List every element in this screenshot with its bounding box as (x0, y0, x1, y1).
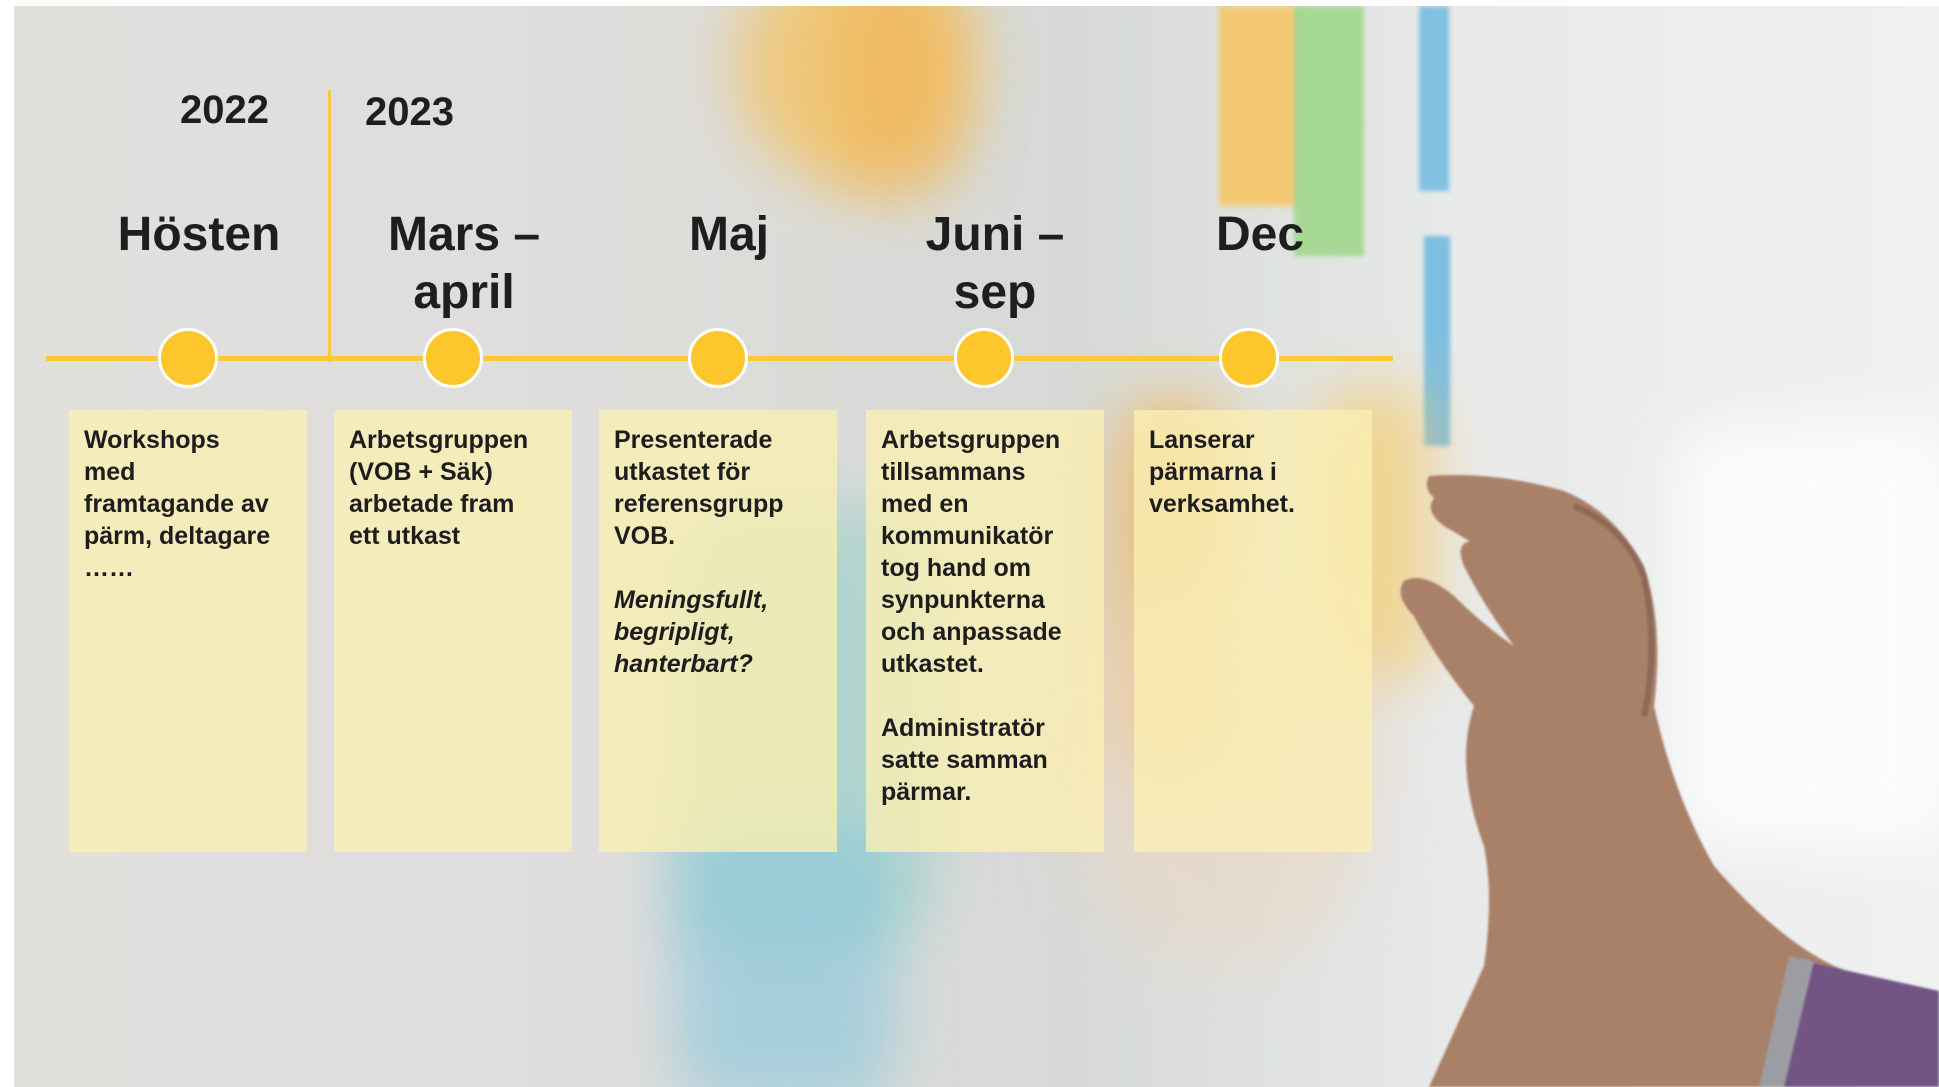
sticky-note (1219, 6, 1299, 206)
period-title: Mars – april (387, 208, 541, 319)
timeline-dot (158, 328, 218, 388)
period-title: Hösten (117, 208, 281, 261)
card-text: Presenterade utkastet för referensgrupp … (614, 426, 784, 550)
card-extra-text: Administratör satte samman pärmar. (881, 714, 1048, 806)
timeline-card: Arbetsgruppen (VOB + Säk) arbetade fram … (334, 410, 572, 852)
card-italic-wrap: Meningsfullt, begripligt, hanterbart? (614, 584, 822, 680)
sticky-note-blur (834, 6, 964, 196)
sticky-note (1419, 6, 1449, 191)
year-2022-label: 2022 (180, 88, 269, 132)
timeline-card: Arbetsgruppen tillsammans med en kommuni… (866, 410, 1104, 852)
slide: 2022 2023 Hösten Mars – april Maj Juni –… (14, 6, 1939, 1087)
sticky-note-blur (674, 826, 894, 1087)
card-text: Lanserar pärmarna i verksamhet. (1149, 426, 1295, 518)
period-title: Juni – sep (925, 208, 1065, 319)
period-title: Maj (688, 208, 769, 261)
timeline-card: Workshops med framtagande av pärm, delta… (69, 410, 307, 852)
timeline-card: Presenterade utkastet för referensgrupp … (599, 410, 837, 852)
window-light (1674, 426, 1939, 846)
year-2023-label: 2023 (365, 90, 454, 134)
card-italic-text: Meningsfullt, begripligt, hanterbart? (614, 586, 769, 678)
sticky-note (1294, 6, 1364, 256)
hand-image (1400, 475, 1939, 1087)
timeline-dot (954, 328, 1014, 388)
card-text: Workshops med framtagande av pärm, delta… (84, 426, 271, 582)
year-divider (328, 90, 331, 362)
sticky-note (1424, 236, 1450, 446)
timeline-card: Lanserar pärmarna i verksamhet. (1134, 410, 1372, 852)
card-text: Arbetsgruppen tillsammans med en kommuni… (881, 426, 1062, 678)
card-text: Arbetsgruppen (VOB + Säk) arbetade fram … (349, 426, 529, 550)
timeline-dot (423, 328, 483, 388)
timeline-dot (1219, 328, 1279, 388)
timeline-dot (688, 328, 748, 388)
period-title: Dec (1215, 208, 1305, 261)
